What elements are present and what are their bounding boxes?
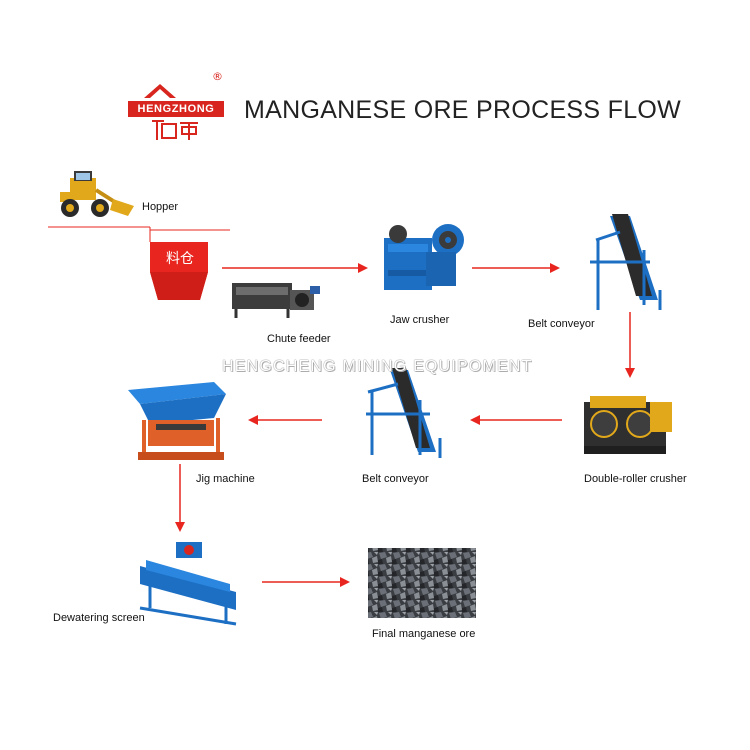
logo-registered-mark: ® [212, 70, 223, 83]
logo-brand-text: HENGZHONG [137, 103, 215, 115]
hopper-sign: 料仓 [166, 251, 194, 267]
label-belt-conveyor-1: Belt conveyor [528, 318, 595, 330]
label-belt-conveyor-2: Belt conveyor [362, 473, 429, 485]
double-roller-crusher-illustration [584, 396, 672, 454]
hopper-illustration [150, 242, 208, 300]
page-title: MANGANESE ORE PROCESS FLOW [244, 96, 682, 124]
chute-feeder-illustration [232, 283, 320, 318]
label-jig-machine: Jig machine [196, 473, 255, 485]
brand-logo [128, 84, 224, 140]
watermark: HENGCHENG MINING EQUIPOMENT [222, 358, 533, 375]
label-final-ore: Final manganese ore [372, 628, 476, 640]
label-jaw-crusher: Jaw crusher [390, 314, 450, 326]
flow-arrows [175, 263, 635, 587]
final-ore-illustration [368, 548, 476, 618]
jig-machine-illustration [128, 382, 226, 460]
label-dewatering-screen: Dewatering screen [53, 612, 145, 624]
label-hopper: Hopper [142, 201, 179, 213]
hopper-guide-lines [48, 226, 230, 242]
label-chute-feeder: Chute feeder [267, 333, 331, 345]
dewatering-screen-illustration [139, 542, 237, 626]
wheel-loader-illustration [60, 171, 134, 217]
label-double-roller-crusher: Double-roller crusher [584, 473, 687, 485]
belt-conveyor-2-illustration [366, 368, 442, 458]
jaw-crusher-illustration [384, 224, 464, 290]
belt-conveyor-1-illustration [590, 214, 662, 310]
